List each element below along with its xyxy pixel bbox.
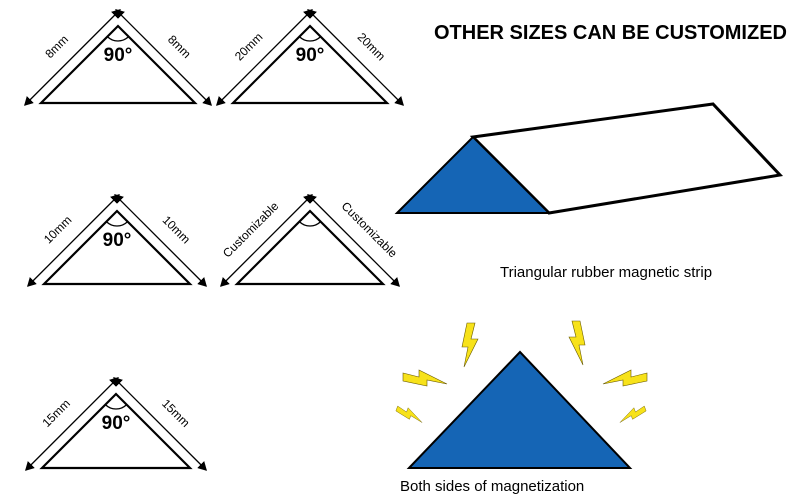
right-dimension-label: 8mm bbox=[165, 32, 194, 61]
angle-arc-icon bbox=[298, 36, 322, 42]
lightning-bolt-icon bbox=[402, 369, 448, 387]
lightning-bolt-icon bbox=[568, 320, 586, 366]
strip-end-face bbox=[394, 135, 552, 214]
angle-label: 90° bbox=[296, 45, 325, 66]
diagram-15mm: 90° 15mm 15mm bbox=[25, 377, 207, 471]
lightning-bolt-icon bbox=[619, 405, 647, 423]
diagram-custom: Customizable Customizable bbox=[220, 194, 401, 287]
left-dimension-label: 15mm bbox=[39, 396, 72, 429]
diagram-8mm: 90° 8mm 8mm bbox=[24, 9, 212, 106]
diagram-20mm: 90° 20mm 20mm bbox=[216, 9, 404, 106]
heading-text: OTHER SIZES CAN BE CUSTOMIZED bbox=[434, 22, 787, 44]
angle-arc-icon bbox=[106, 36, 130, 42]
dimension-arrow-icon bbox=[307, 194, 400, 287]
lightning-bolt-icon bbox=[461, 322, 479, 368]
diagram-10mm: 90° 10mm 10mm bbox=[27, 194, 207, 287]
angle-arc-icon bbox=[104, 404, 128, 410]
dimension-diagrams: 90° 8mm 8mm 90° 20mm 20mm 90° 10mm 10mm Customiza… bbox=[24, 9, 404, 471]
right-dimension-label: 10mm bbox=[160, 213, 193, 246]
right-dimension-label: Customizable bbox=[339, 199, 401, 261]
lightning-bolt-icon bbox=[395, 405, 423, 423]
right-dimension-label: 15mm bbox=[159, 396, 192, 429]
dimension-arrow-icon bbox=[220, 194, 313, 287]
lightning-bolts bbox=[395, 320, 648, 423]
angle-label: 90° bbox=[103, 230, 132, 251]
dimension-arrow-icon bbox=[115, 9, 212, 106]
strip-caption: Triangular rubber magnetic strip bbox=[500, 264, 712, 281]
angle-label: 90° bbox=[102, 413, 131, 434]
right-dimension-label: 20mm bbox=[355, 30, 388, 63]
left-dimension-label: 10mm bbox=[41, 213, 74, 246]
dimension-arrow-icon bbox=[216, 9, 313, 106]
left-dimension-label: 20mm bbox=[232, 30, 265, 63]
dimension-arrow-icon bbox=[114, 194, 207, 287]
lightning-bolt-icon bbox=[602, 369, 648, 387]
triangular-strip-illustration bbox=[394, 102, 784, 215]
angle-label: 90° bbox=[104, 45, 133, 66]
dimension-arrow-icon bbox=[307, 9, 404, 106]
magnet-caption: Both sides of magnetization bbox=[400, 478, 584, 495]
magnetization-illustration bbox=[395, 320, 648, 469]
dimension-arrow-icon bbox=[113, 377, 207, 471]
dimension-arrow-icon bbox=[25, 377, 119, 471]
angle-arc-icon bbox=[105, 221, 129, 227]
left-dimension-label: 8mm bbox=[42, 32, 71, 61]
angle-arc-icon bbox=[298, 221, 322, 227]
dimension-arrow-icon bbox=[24, 9, 121, 106]
magnet-triangle bbox=[406, 350, 633, 469]
dimension-arrow-icon bbox=[27, 194, 120, 287]
left-dimension-label: Customizable bbox=[220, 199, 282, 261]
